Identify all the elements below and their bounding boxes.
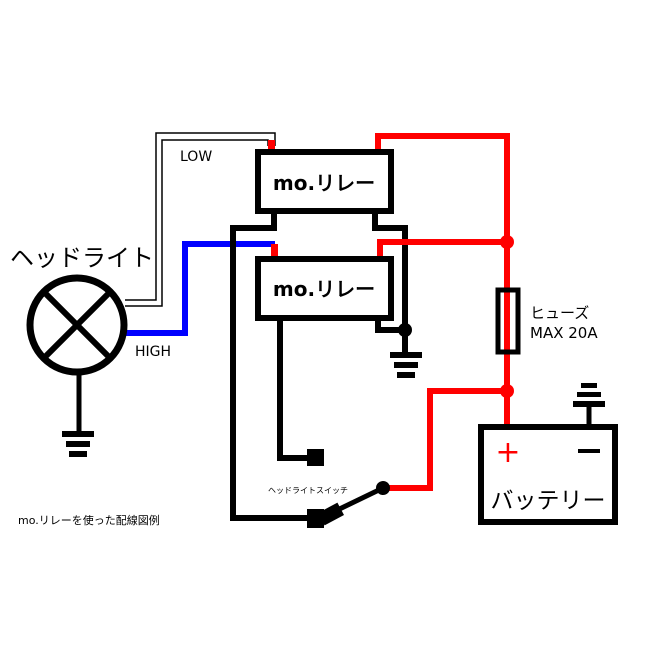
relay1-ground-wire (372, 214, 408, 330)
relay1-to-switch-wire (230, 214, 315, 521)
relay-2: mo.リレー (255, 256, 394, 321)
relay-1-label: mo.リレー (273, 171, 375, 195)
battery: + バッテリー (478, 424, 618, 525)
battery-negative-icon (578, 449, 600, 453)
fuse-icon (495, 287, 521, 355)
relay-2-label: mo.リレー (273, 277, 375, 301)
low-label: LOW (180, 149, 212, 165)
headlight-ground-icon (62, 431, 94, 457)
headlight-switch-icon (307, 449, 390, 528)
battery-ground-icon (573, 383, 605, 407)
relay2-ground-wire (375, 320, 405, 333)
power-junction-bottom (500, 384, 514, 398)
fuse-rating: MAX 20A (530, 324, 598, 342)
power-junction-top (500, 235, 514, 249)
battery-label: バッテリー (491, 488, 606, 514)
relay2-power-wire (377, 239, 507, 256)
low-wire (125, 132, 276, 307)
relay1-power-wire (375, 133, 510, 424)
battery-positive-icon: + (495, 435, 520, 470)
headlight-label: ヘッドライト (10, 244, 154, 272)
headlight-lamp-icon (26, 274, 128, 376)
fuse-label: ヒューズ (530, 304, 589, 322)
diagram-title: mo.リレーを使った配線図例 (18, 513, 160, 527)
relay-1: mo.リレー (255, 149, 394, 214)
switch-power-wire (385, 388, 507, 491)
high-label: HIGH (135, 344, 171, 360)
relay2-input-stub (271, 244, 278, 256)
switch-label: ヘッドライトスイッチ (268, 486, 348, 495)
relay-ground-icon (390, 352, 422, 378)
relay2-to-switch-wire (277, 320, 312, 461)
